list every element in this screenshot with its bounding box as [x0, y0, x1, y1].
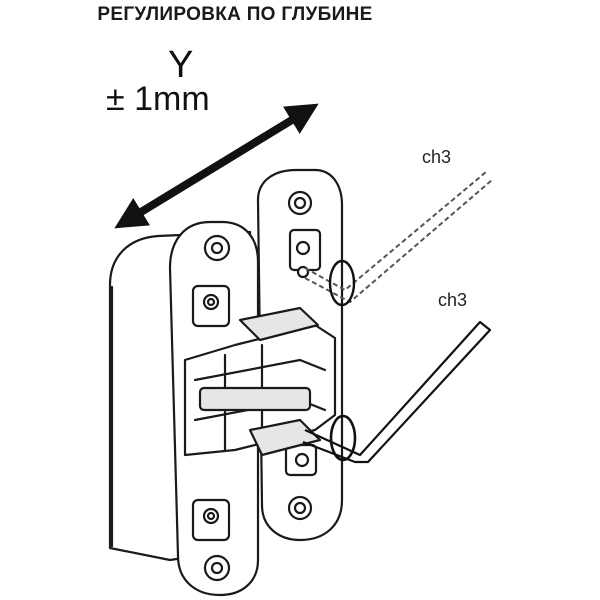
double-arrow-icon: [114, 103, 319, 229]
tool-label-top: ch3: [422, 147, 452, 167]
tool-label-bottom: ch3: [438, 290, 468, 310]
hinge-icon: [108, 168, 344, 597]
hex-key-icon-solid: [302, 320, 492, 464]
hex-key-icon: [304, 171, 493, 307]
diagram-title: РЕГУЛИРОВКА ПО ГЛУБИНЕ: [97, 4, 373, 25]
axis-label: Y: [168, 44, 194, 86]
